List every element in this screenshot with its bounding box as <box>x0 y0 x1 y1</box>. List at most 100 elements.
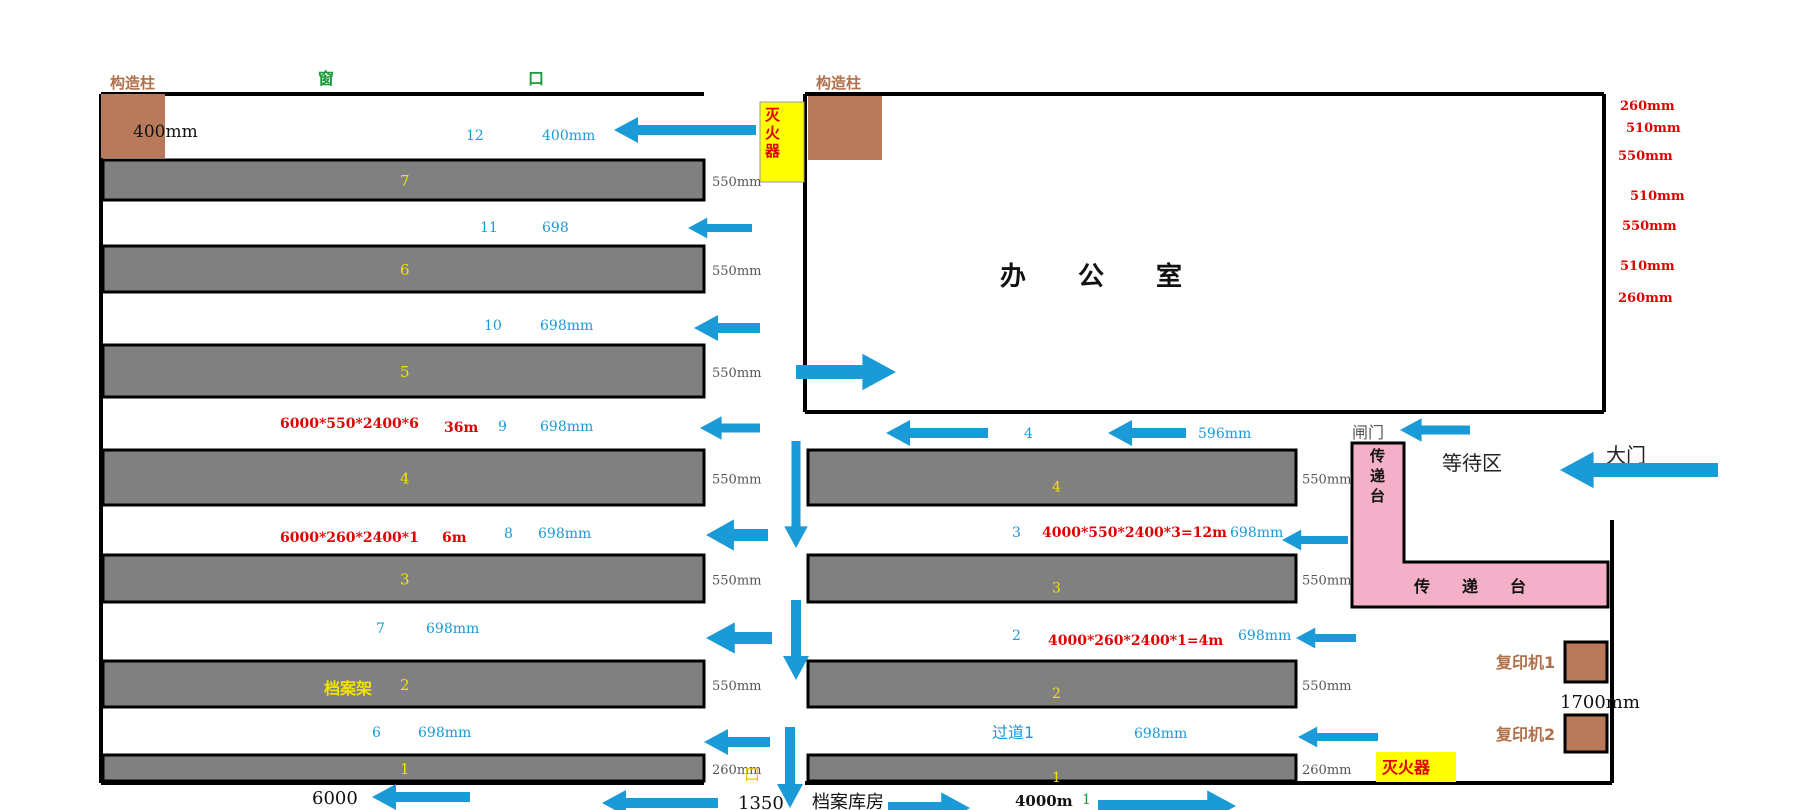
flow-arrow <box>784 441 808 548</box>
aisle-left-number: 8 <box>504 526 513 542</box>
office-dim: 550mm <box>1622 219 1677 234</box>
extinguisher-bottom-label: 灭火器 <box>1381 758 1431 777</box>
shelf-left-dim: 260mm <box>712 763 761 778</box>
calc-left-260: 6000*260*2400*1 <box>280 530 419 546</box>
copier-2-label: 复印机2 <box>1495 725 1555 744</box>
aisle-right-number: 4 <box>1024 426 1033 442</box>
right-shelf-group: 4 550mm 3 550mm 2 550mm 1 260mm <box>806 448 1351 786</box>
calc-right-550: 4000*550*2400*3=12m <box>1042 525 1227 541</box>
shelf-right-label: 2 <box>1052 686 1061 702</box>
fire-extinguisher-bottom <box>1376 752 1456 782</box>
flow-arrow <box>1560 451 1718 489</box>
shelf-left <box>101 753 706 783</box>
copier-1 <box>1563 640 1609 684</box>
passage-label: 过道1 <box>992 723 1034 742</box>
flow-arrow <box>888 792 970 810</box>
calc-right-260: 4000*260*2400*1=4m <box>1048 633 1223 649</box>
aisle-left-number: 7 <box>376 621 385 637</box>
shelf-left-label: 3 <box>400 571 410 589</box>
shelf-left-label: 2 <box>400 676 410 694</box>
office-dim: 550mm <box>1618 149 1673 164</box>
office-dim: 510mm <box>1620 259 1675 274</box>
flow-arrow <box>777 727 803 808</box>
bottom-door-label: 口 <box>744 765 760 784</box>
aisle-right-dim: 698mm <box>1134 726 1187 742</box>
shelf-left-dim: 550mm <box>712 574 761 589</box>
shelf-left-label: 4 <box>400 470 410 488</box>
column-size-label: 400mm <box>133 122 198 142</box>
shelf-left-label: 1 <box>400 760 410 778</box>
aisle-left-dim: 698mm <box>418 725 471 741</box>
counter-vertical-label: 传 递 台 <box>1369 447 1390 505</box>
flow-arrow <box>1282 529 1348 551</box>
flow-arrows <box>372 117 1718 810</box>
flow-arrow <box>1298 726 1378 748</box>
aisle-left-dim: 698mm <box>540 318 593 334</box>
flow-arrow <box>688 217 752 239</box>
office-dim: 260mm <box>1618 291 1673 306</box>
flow-arrow <box>1400 418 1470 442</box>
flow-arrow <box>706 622 772 654</box>
column-label-right: 构造柱 <box>816 74 861 92</box>
shelf-right-dim: 550mm <box>1302 679 1351 694</box>
aisle-left-number: 6 <box>372 725 381 741</box>
shelf-left-label: 6 <box>400 261 410 279</box>
aisle-left-number: 11 <box>480 220 498 236</box>
shelf-left <box>101 343 706 399</box>
column-label-left: 构造柱 <box>110 74 155 92</box>
right-width-label: 4000m <box>1015 792 1073 810</box>
shelf-left-dim: 550mm <box>712 679 761 694</box>
fire-extinguisher-top <box>759 101 805 183</box>
flow-arrow <box>700 416 760 440</box>
gate-label: 闸门 <box>1352 423 1384 442</box>
left-width-label: 6000 <box>312 788 358 809</box>
walls <box>99 92 1614 785</box>
shelf-left <box>101 158 706 202</box>
copier-1-label: 复印机1 <box>1495 653 1555 672</box>
shelf-left-dim: 550mm <box>712 366 761 381</box>
extinguisher-top-label: 灭 火 器 <box>764 106 785 160</box>
shelf-right <box>806 659 1298 709</box>
shelf-right-dim: 550mm <box>1302 473 1351 488</box>
shelf-right-dim: 260mm <box>1302 763 1351 778</box>
shelf-left-label: 7 <box>400 172 410 190</box>
flow-arrow <box>1296 627 1356 649</box>
aisle-right-dim: 698mm <box>1230 525 1283 541</box>
office-label: 办 公 室 <box>1000 261 1182 292</box>
copier-2 <box>1563 713 1609 754</box>
flow-arrow <box>372 784 470 810</box>
room-name-label: 档案库房 <box>812 792 884 810</box>
aisle-left-dim: 698mm <box>540 419 593 435</box>
aisle-right-number: 3 <box>1012 525 1021 541</box>
shelf-left <box>101 244 706 294</box>
shelf-type-label: 档案架 <box>324 679 372 698</box>
service-counter <box>1350 441 1610 609</box>
window-label-1: 窗 <box>318 69 334 88</box>
flow-arrow <box>1098 790 1236 810</box>
aisle-left-number: 10 <box>484 318 502 334</box>
shelf-right-label: 1 <box>1052 770 1061 786</box>
shelf-left-dim: 550mm <box>712 264 761 279</box>
shelf-right <box>806 553 1298 604</box>
flow-arrow <box>886 420 988 446</box>
shelf-left <box>101 659 706 709</box>
calc-left-260-total: 6m <box>442 530 467 546</box>
aisle-left-number: 12 <box>466 128 484 144</box>
calc-left-550: 6000*550*2400*6 <box>280 416 419 432</box>
flow-arrow <box>783 600 809 680</box>
flow-arrow <box>1108 420 1186 446</box>
counter-horizontal-label: 传 递 台 <box>1413 577 1526 596</box>
shelf-left <box>101 448 706 507</box>
shelf-right-label: 4 <box>1052 480 1061 496</box>
aisle-left-dim: 400mm <box>542 128 595 144</box>
calc-left-550-total: 36m <box>444 420 478 436</box>
aisle-left-number: 9 <box>498 419 507 435</box>
shelf-left-label: 5 <box>400 363 410 381</box>
shelf-right-dim: 550mm <box>1302 574 1351 589</box>
flow-arrow <box>704 729 770 755</box>
flow-arrow <box>796 353 896 391</box>
middle-width-label: 1350 <box>738 793 784 810</box>
